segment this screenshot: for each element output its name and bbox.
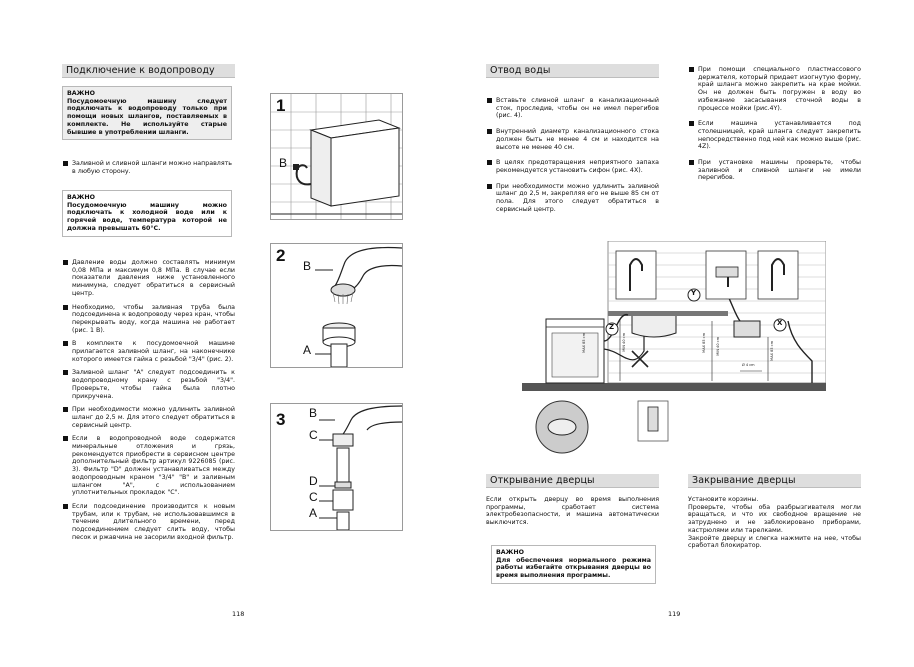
bullet-hose-direction: Заливной и сливной шланги можно направля… (62, 160, 232, 175)
figure-marker-x: X (777, 319, 783, 327)
door-close-header: Закрывание дверцы (688, 474, 861, 488)
figure-4-drain-installation: Y Z X MAX 85 cm MIN 40 cm MAX 85 cm MIN … (522, 241, 826, 457)
door-close-text: Установите корзины. (688, 496, 759, 503)
left-bullet-list: Давление воды должно составлять минимум … (62, 259, 235, 542)
figure-marker-y: Y (691, 289, 697, 297)
drain-section-header: Отвод воды (486, 64, 659, 78)
figure-number: 3 (276, 410, 286, 429)
figure-label: C (309, 428, 318, 442)
door-close-text: Закройте дверцу и слегка нажмите на нее,… (688, 534, 861, 550)
figure-label: B (309, 406, 318, 420)
door-close-body: Установите корзины. Проверьте, чтобы оба… (688, 496, 861, 550)
figure-label: A (309, 506, 318, 520)
dimension-label: MAX 85 cm (582, 333, 586, 353)
door-open-text: Если открыть дверцу во время выполнения … (486, 496, 659, 527)
warning-box-new-hoses: ВАЖНО Посудомоечную машину следует подкл… (62, 86, 232, 141)
list-item: Заливной шланг "А" следует подсоединить … (62, 369, 235, 400)
drain-bullet-list: Вставьте сливной шланг в канализационный… (486, 97, 659, 213)
warning-text: Для обеспечения нормального режима работ… (496, 556, 651, 580)
figure-number: 2 (276, 246, 286, 265)
figure-label: D (309, 474, 318, 488)
list-item: При необходимости можно удлинить заливно… (62, 406, 235, 429)
page-number-left: 118 (232, 610, 245, 618)
list-item: Необходимо, чтобы заливная труба была по… (62, 304, 235, 335)
list-item: Давление воды должно составлять минимум … (62, 259, 235, 298)
figure-2-drawing (315, 246, 402, 367)
warning-title: ВАЖНО (67, 90, 96, 97)
figure-3-drawing (319, 405, 402, 530)
figure-label-b: B (303, 259, 312, 273)
dimension-label: Ø 4 cm (742, 363, 755, 367)
dimension-label: MAX 85 cm (770, 341, 774, 361)
figure-marker-z: Z (609, 323, 615, 331)
warning-text: Посудомоечную машину следует подключать … (67, 97, 227, 136)
figure-number: 1 (276, 96, 286, 115)
dimension-label: MIN 40 cm (622, 333, 626, 352)
left-section-header: Подключение к водопроводу (62, 64, 235, 78)
list-item: В комплекте к посудомоечной машине прила… (62, 340, 235, 363)
figure-label-b: B (279, 156, 288, 170)
list-item: При необходимости можно удлинить заливно… (486, 183, 659, 214)
figure-label: C (309, 490, 318, 504)
warning-title: ВАЖНО (67, 194, 96, 201)
list-item: При помощи специального пластмассового д… (688, 66, 861, 112)
list-item: При установке машины проверьте, чтобы за… (688, 159, 861, 182)
drain-bullet-list-col2: При помощи специального пластмассового д… (688, 66, 861, 182)
warning-text: Посудомоечную машину можно подключать к … (67, 201, 227, 232)
list-item: Если в водопроводной воде содержатся мин… (62, 435, 235, 497)
list-item: Вставьте сливной шланг в канализационный… (486, 97, 659, 120)
dimension-label: MAX 85 cm (702, 333, 706, 353)
page-number-right: 119 (668, 610, 681, 618)
figure-2-hose-nut: 2 B A (270, 243, 403, 368)
figure-1-drawing (271, 94, 402, 219)
warning-title: ВАЖНО (496, 549, 525, 556)
warning-box-water-temp: ВАЖНО Посудомоечную машину можно подключ… (62, 190, 232, 237)
figure-4-drawing (522, 241, 826, 454)
list-item: Если подсоединение производится к новым … (62, 503, 235, 542)
door-open-header: Открывание дверцы (486, 474, 659, 488)
figure-3-filter: 3 B C D C A (270, 403, 403, 531)
list-item: В целях предотвращения неприятного запах… (486, 159, 659, 174)
figure-label-a: A (303, 343, 312, 357)
list-item: Если машина устанавливается под столешни… (688, 120, 861, 151)
dimension-label: MIN 40 cm (716, 337, 720, 356)
door-open-warning-box: ВАЖНО Для обеспечения нормального режима… (491, 545, 656, 584)
list-item: Внутренний диаметр канализационного сток… (486, 128, 659, 151)
figure-1-dishwasher-tap: 1 B (270, 93, 403, 220)
door-close-text: Проверьте, чтобы оба разбрызгивателя мог… (688, 503, 861, 534)
